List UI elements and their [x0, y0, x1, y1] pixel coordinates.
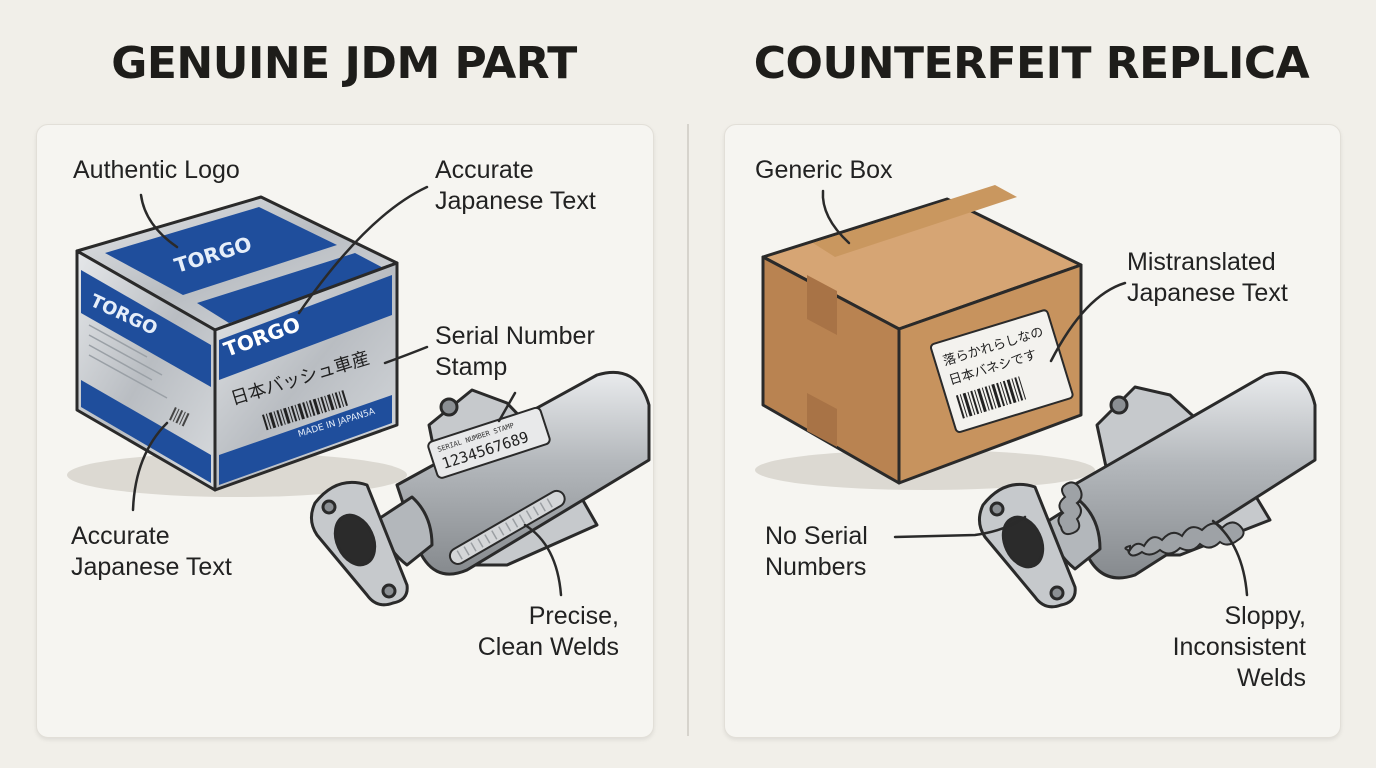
label-no-serial: No Serial Numbers — [765, 522, 868, 581]
clean-weld — [448, 489, 566, 565]
genuine-heading: GENUINE JDM PART — [111, 38, 577, 89]
label-clean-welds: Precise, Clean Welds — [477, 602, 619, 661]
box-top-blue-band-2 — [197, 253, 389, 323]
leader-accurate-top — [297, 185, 429, 315]
counterfeit-panel: 落らかれらしなの 日本バネシです — [724, 124, 1341, 738]
leader-no-serial — [893, 515, 1027, 539]
box-left-blue-top — [81, 270, 211, 387]
leader-clean-welds — [523, 523, 563, 597]
leader-serial-stamp-2 — [497, 391, 517, 423]
cf-bracket-hole — [1109, 395, 1129, 415]
leader-serial-stamp — [383, 345, 429, 365]
mistranslated-sticker: 落らかれらしなの 日本バネシです — [929, 309, 1074, 433]
box-right-blue-top — [219, 275, 392, 380]
label-sloppy-welds: Sloppy, Inconsistent Welds — [1172, 602, 1306, 692]
label-mistranslated: Mistranslated Japanese Text — [1127, 248, 1288, 307]
bracket-hole — [439, 397, 459, 417]
flange-bolt-bottom — [381, 583, 397, 599]
cardboard-tape — [813, 185, 1017, 257]
center-divider — [687, 124, 689, 736]
flange-bolt-top — [321, 499, 337, 515]
label-serial-number-stamp: Serial Number Stamp — [435, 322, 595, 381]
leader-authentic-logo — [139, 193, 179, 249]
label-accurate-japanese-top: Accurate Japanese Text — [435, 156, 596, 215]
label-authentic-logo: Authentic Logo — [73, 156, 240, 184]
label-accurate-japanese-bottom: Accurate Japanese Text — [71, 522, 232, 581]
leader-accurate-bottom — [131, 421, 169, 512]
sloppy-weld-seam — [1124, 521, 1245, 557]
box-side-barcode — [169, 407, 190, 427]
serial-plate: SERIAL NUMBER STAMP 1234567689 — [427, 406, 551, 479]
cf-flange-opening — [1001, 515, 1045, 569]
cf-flange-bolt-top — [989, 501, 1005, 517]
leader-sloppy-welds — [1211, 519, 1249, 597]
genuine-illustration: TORGO TORGO TORGO 日本バッシュ車産 MADE IN JAPAN… — [67, 185, 651, 607]
genuine-panel: TORGO TORGO TORGO 日本バッシュ車産 MADE IN JAPAN… — [36, 124, 654, 738]
sticker-barcode — [955, 376, 1027, 419]
counterfeit-heading: COUNTERFEIT REPLICA — [753, 38, 1310, 89]
leader-generic-box — [821, 189, 851, 245]
box-left-blue-bottom — [81, 380, 211, 483]
counterfeit-illustration: 落らかれらしなの 日本バネシです — [755, 185, 1317, 609]
box-right-blue-bottom — [219, 395, 392, 485]
box-top-blue-band — [105, 207, 337, 295]
cardboard-tape-left — [807, 275, 837, 335]
cf-pipe-body — [1063, 370, 1317, 580]
genuine-exhaust-pipe — [310, 370, 651, 607]
box-barcode — [262, 390, 348, 431]
pipe-body — [395, 370, 651, 576]
leader-mistranslated — [1049, 281, 1127, 363]
flange-opening — [333, 513, 377, 567]
label-generic-box: Generic Box — [755, 156, 893, 184]
sloppy-weld-collar — [1057, 481, 1083, 536]
box-side-print — [88, 324, 168, 399]
cf-flange-bolt-bottom — [1049, 585, 1065, 601]
cardboard-tape-left-bottom — [807, 393, 837, 447]
